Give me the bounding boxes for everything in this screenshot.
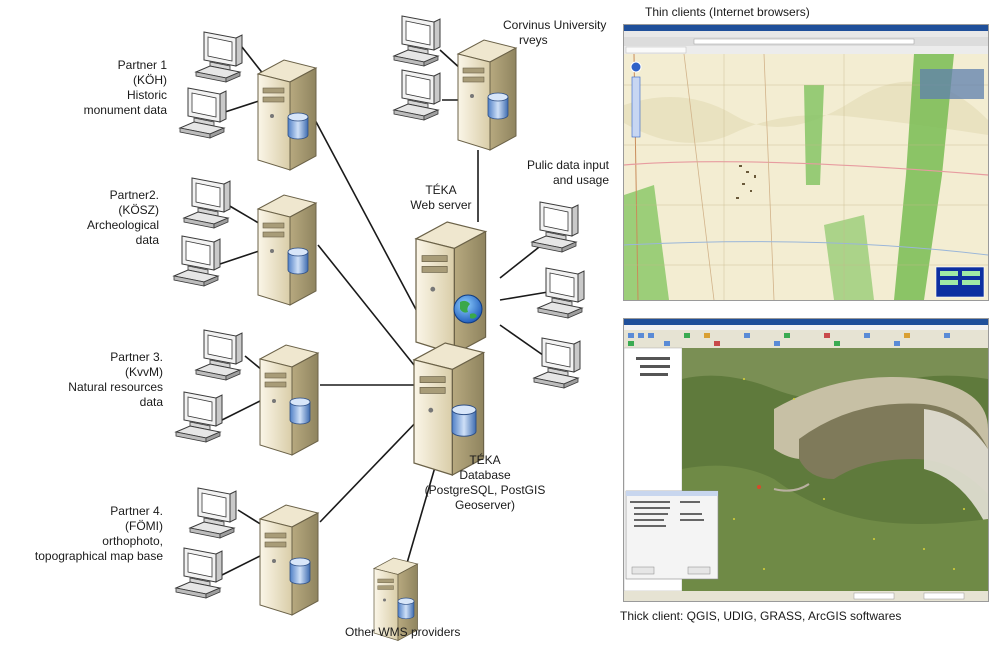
link-p2-pc1 [227, 204, 263, 226]
partner1-pc-1 [195, 31, 243, 83]
map-area [624, 53, 988, 300]
link-p2-pc2 [219, 249, 263, 265]
partner3-db-icon [289, 397, 311, 425]
partner4-pc-2 [175, 547, 223, 599]
partner2-group [173, 177, 317, 306]
corvinus-group [393, 15, 517, 151]
partner4-pc-1 [189, 487, 237, 539]
link-p4-pc1 [237, 509, 263, 526]
wms-db-icon [397, 597, 415, 620]
partner1-db-icon [287, 112, 309, 140]
corvinus-label: Corvinus University rveys [503, 18, 607, 47]
browser-menubar [624, 31, 988, 37]
browser-titlebar [624, 25, 988, 31]
partner2-db-icon [287, 247, 309, 275]
map-nav-control [630, 61, 642, 73]
link-p4-pc2 [221, 554, 263, 576]
corvinus-pc-2 [393, 69, 441, 121]
partner3-pc-2 [175, 391, 223, 443]
map-layer-switcher [920, 69, 984, 99]
link-p1-pc2 [224, 99, 263, 113]
wms-label: Other WMS providers [345, 625, 461, 639]
database-icon [451, 404, 477, 437]
link-p1-pc1 [241, 46, 265, 76]
partner2-pc-1 [183, 177, 231, 229]
public-clients-group [531, 201, 585, 389]
thick-client-screenshot [623, 318, 989, 602]
partner1-group [179, 31, 317, 171]
qgis-statusbar [624, 591, 988, 601]
web-server-group [415, 221, 487, 355]
partner1-pc-2 [179, 87, 227, 139]
qgis-image [624, 319, 988, 601]
globe-icon [453, 294, 483, 324]
orthophoto [682, 348, 988, 591]
partner4-group [175, 487, 319, 616]
corvinus-db-icon [487, 92, 509, 120]
qgis-titlebar [624, 319, 988, 325]
qgis-menubar [624, 325, 988, 330]
qgis-toolbar [624, 330, 988, 348]
public-pc-1 [531, 201, 579, 253]
connection-lines [219, 46, 551, 576]
partner2-pc-2 [173, 235, 221, 287]
map-zoom-slider [631, 76, 641, 138]
globe-land [460, 300, 477, 319]
thin-client-screenshot [623, 24, 989, 301]
partner3-pc-1 [195, 329, 243, 381]
public-pc-3 [533, 337, 581, 389]
link-p3-pc1 [244, 355, 263, 371]
partner4-label: Partner 4.(FÖMI)orthophoto,topographical… [34, 504, 163, 563]
link-partner2-db [317, 244, 419, 371]
link-web-pc2 [499, 291, 549, 301]
web-server [415, 221, 487, 355]
corvinus-pc-1 [393, 15, 441, 67]
link-p3-pc2 [221, 399, 263, 421]
link-wms-db [404, 449, 441, 571]
thin-client-caption: Thin clients (Internet browsers) [645, 5, 810, 19]
partner3-group [175, 329, 319, 456]
qgis-dialog [625, 490, 719, 580]
browser-map-image [624, 25, 988, 300]
link-partner4-db [319, 417, 421, 523]
partner4-db-icon [289, 557, 311, 585]
thick-client-caption: Thick client: QGIS, UDIG, GRASS, ArcGIS … [620, 609, 902, 623]
